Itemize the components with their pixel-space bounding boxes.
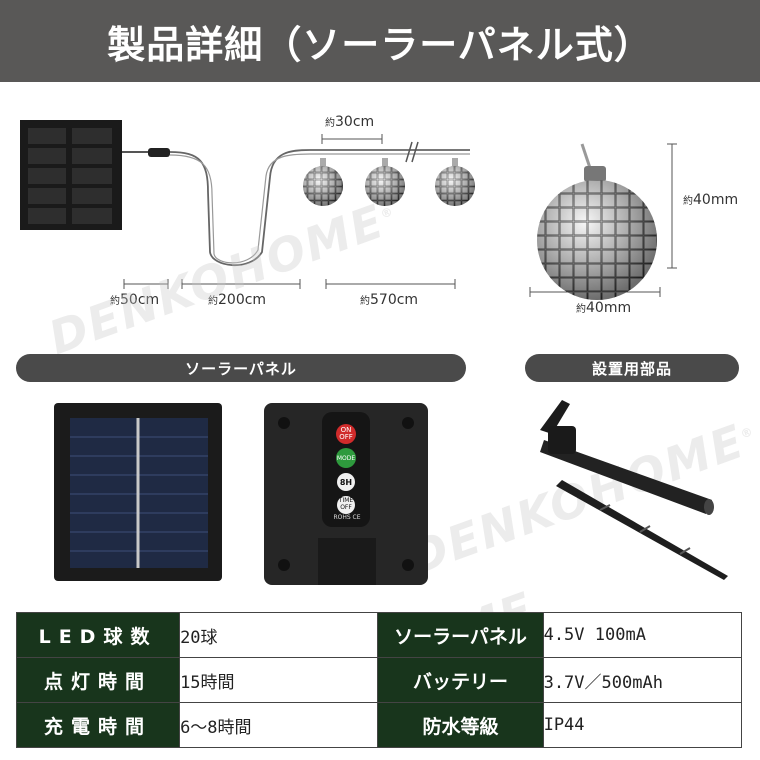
solar-panel-small xyxy=(20,120,122,230)
spec-value: 6～8時間 xyxy=(179,702,379,748)
disco-ball-1 xyxy=(303,158,343,206)
dim-lights-length: 約570cm xyxy=(360,292,419,308)
dim-cable-length: 約200cm xyxy=(208,292,267,308)
dim-lead-length: 約50cm xyxy=(110,292,160,308)
spec-table: LED球数 20球 ソーラーパネル 4.5V 100mA 点灯時間 15時間 バ… xyxy=(15,612,743,748)
spec-label: 防水等級 xyxy=(377,702,544,748)
disco-ball-2 xyxy=(365,158,405,206)
ground-stake-mount xyxy=(540,400,714,515)
spec-value: IP44 xyxy=(542,702,743,748)
spec-value: 3.7V／500mAh xyxy=(542,657,743,703)
dim-ball-height: 約40mm xyxy=(683,192,739,208)
string-light-illustration xyxy=(20,120,677,300)
spec-label: 充電時間 xyxy=(15,702,181,748)
eight-hour-label: 8H xyxy=(339,478,353,487)
spec-label: LED球数 xyxy=(15,612,181,658)
spec-label: バッテリー xyxy=(377,657,544,703)
mode-label: MODE xyxy=(336,455,356,462)
spec-value: 15時間 xyxy=(179,657,379,703)
product-diagram: 約30cm 約50cm 約200cm 約570cm 約40mm 約40mm xyxy=(0,82,760,342)
disco-ball-large xyxy=(537,143,657,300)
spec-label: ソーラーパネル xyxy=(377,612,544,658)
mode-button xyxy=(336,448,356,468)
section-label-parts: 設置用部品 xyxy=(525,354,739,382)
table-row: 充電時間 6～8時間 防水等級 IP44 xyxy=(15,702,743,748)
table-row: LED球数 20球 ソーラーパネル 4.5V 100mA xyxy=(15,612,743,658)
spec-label: 点灯時間 xyxy=(15,657,181,703)
ground-spike xyxy=(556,480,728,580)
dim-ball-width: 約40mm xyxy=(576,300,632,316)
on-off-button xyxy=(336,424,356,444)
time-off-label: TIME OFF xyxy=(338,497,354,511)
solar-panel-front xyxy=(54,403,222,581)
components-illustration xyxy=(54,400,728,585)
header-bar: 製品詳細（ソーラーパネル式） xyxy=(0,0,760,82)
dim-bulb-spacing: 約30cm xyxy=(325,114,375,130)
section-label-solar-panel: ソーラーパネル xyxy=(16,354,466,382)
page-title: 製品詳細（ソーラーパネル式） xyxy=(107,22,653,67)
table-row: 点灯時間 15時間 バッテリー 3.7V／500mAh xyxy=(15,657,743,703)
disco-ball-3 xyxy=(435,158,475,206)
spec-value: 20球 xyxy=(179,612,379,658)
on-off-label: ON OFF xyxy=(339,426,353,441)
certification-marks: ROHS CE xyxy=(333,514,361,521)
spec-value: 4.5V 100mA xyxy=(542,612,743,658)
solar-panel-back xyxy=(264,403,428,585)
